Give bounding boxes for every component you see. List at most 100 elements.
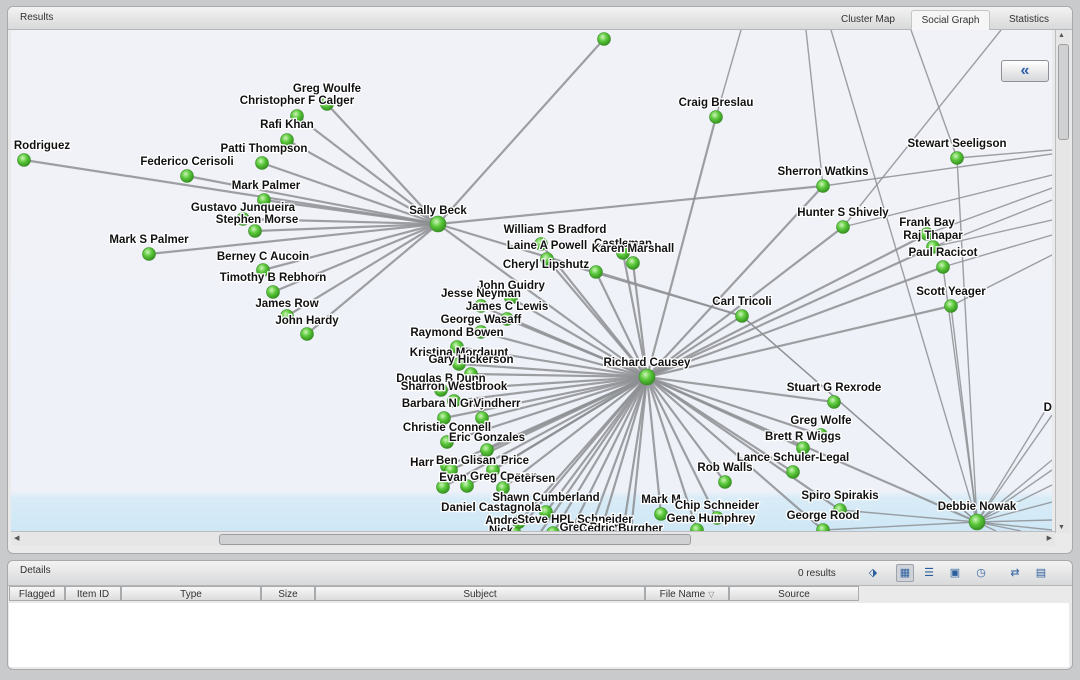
graph-node-label-mark-palmer[interactable]: Mark Palmer [231, 179, 302, 194]
graph-node-greg-woulfe[interactable] [320, 97, 334, 111]
graph-node-mark-s-palmer[interactable] [142, 247, 156, 261]
graph-node-label-douglas-dunn[interactable]: Douglas B Dunn [395, 372, 487, 387]
graph-node-stuart-rexrode[interactable] [827, 395, 841, 409]
graph-node-mark-m[interactable] [654, 507, 668, 521]
graph-node-cheryl-lipshutz[interactable] [589, 265, 603, 279]
graph-node-label-sherron-watkins[interactable]: Sherron Watkins [776, 165, 869, 180]
graph-node-carl-tricoli[interactable] [735, 309, 749, 323]
graph-node-brett-wiggs[interactable] [796, 441, 810, 455]
graph-node-label-mark-s-palmer[interactable]: Mark S Palmer [108, 233, 190, 248]
vertical-scroll-thumb[interactable] [1058, 44, 1069, 140]
graph-node-label-james-lewis[interactable]: James C Lewis [465, 300, 550, 315]
image-view-icon[interactable]: ▣ [949, 567, 961, 579]
graph-node-george-rood[interactable] [816, 523, 830, 532]
graph-node-label-sharron-westbrook[interactable]: Sharron Westbrook [400, 380, 510, 395]
cluster-icon[interactable]: ⬗ [868, 567, 878, 579]
graph-node-eric-gonzales[interactable] [480, 443, 494, 457]
graph-node-cf-calger[interactable] [290, 109, 304, 123]
graph-node-kristina-mordaunt[interactable] [452, 357, 466, 371]
graph-node-christie-connell[interactable] [440, 435, 454, 449]
graph-node-label-christie-connell[interactable]: Christie Connell [402, 421, 493, 436]
graph-node-label-karen-marshall[interactable]: Karen Marshall [591, 242, 676, 257]
graph-node-john-hardy[interactable] [300, 327, 314, 341]
graph-node-hunter-shively[interactable] [836, 220, 850, 234]
graph-node-richard-causey[interactable] [638, 368, 656, 386]
graph-node-scott-yeager[interactable] [944, 299, 958, 313]
graph-node-timothy-rebhorn[interactable] [266, 285, 280, 299]
collapse-panel-button[interactable]: « [1001, 60, 1049, 82]
graph-node-label-eric-gonzales[interactable]: Eric Gonzales [448, 431, 527, 446]
tab-cluster-map[interactable]: Cluster Map [841, 14, 895, 25]
graph-node-label-chip-schneider[interactable]: Chip Schneider [674, 499, 761, 514]
graph-node-label-petersen[interactable]: Petersen [505, 472, 556, 487]
graph-node-top[interactable] [597, 32, 611, 46]
graph-node-petersen[interactable] [496, 481, 510, 495]
graph-node-label-kristina-mordaunt[interactable]: Kristina Mordaunt [409, 346, 510, 361]
graph-node-label-william-bradford[interactable]: William S Bradford [502, 223, 607, 238]
graph-node-sally-beck[interactable] [429, 215, 447, 233]
graph-node-label-greg-woulfe[interactable]: Greg Woulfe [292, 82, 363, 97]
graph-node-debbie-nowak[interactable] [968, 513, 986, 531]
graph-node-label-greg-piper[interactable]: Greg Piper [558, 521, 620, 531]
graph-node-label-gene-humphrey[interactable]: Gene Humphrey [665, 512, 757, 527]
graph-node-label-mark-m[interactable]: Mark M [640, 493, 682, 508]
horizontal-scroll-thumb[interactable] [219, 534, 691, 545]
graph-node-greg-piper[interactable] [582, 526, 596, 532]
graph-node-label-jesse-neyman[interactable]: Jesse Neyman [440, 287, 522, 302]
graph-node-daniel-castagnola[interactable] [512, 515, 526, 529]
graph-node-label-john-guidry[interactable]: John Guidry [476, 279, 547, 294]
scroll-left-icon[interactable]: ◀ [14, 535, 20, 542]
graph-node-spiro-spirakis[interactable] [833, 503, 847, 517]
save-icon[interactable]: ▤ [1035, 567, 1047, 579]
graph-node-label-daniel-castagnola[interactable]: Daniel Castagnola [440, 501, 543, 516]
grid-view-icon[interactable]: ▦ [896, 564, 914, 582]
graph-node-stewart-seeligson[interactable] [950, 151, 964, 165]
graph-node-label-spiro-spirakis[interactable]: Spiro Spirakis [800, 489, 880, 504]
graph-node-label-castleman[interactable]: Castleman [593, 237, 654, 252]
graph-node-label-greg-curran[interactable]: Greg Curran [469, 470, 539, 485]
graph-node-raj-thapar[interactable] [926, 240, 940, 254]
graph-node-shawn-cumberland[interactable] [539, 505, 553, 519]
graph-node-george-wasaff[interactable] [474, 325, 488, 339]
graph-node-rob-walls[interactable] [718, 475, 732, 489]
graph-node-sharron-westbrook[interactable] [447, 394, 461, 408]
graph-node-label-cedric-burgher[interactable]: Cedric Burgher [578, 522, 665, 531]
graph-node-label-james-row[interactable]: James Row [254, 297, 320, 312]
graph-node-greg-curran[interactable] [460, 479, 474, 493]
graph-node-james-lewis[interactable] [500, 312, 514, 326]
graph-node-label-barbara-gray[interactable]: Barbara N Gray [401, 397, 488, 412]
clock-icon[interactable]: ◷ [976, 567, 986, 579]
graph-node-label-brett-wiggs[interactable]: Brett R Wiggs [764, 430, 842, 445]
graph-node-label-gary-hickerson[interactable]: Gary Hickerson [427, 353, 515, 368]
graph-node-label-raymond-bowen[interactable]: Raymond Bowen [409, 326, 505, 341]
graph-node-label-nick[interactable]: Nick [488, 524, 515, 531]
sort-descending-icon[interactable]: ▽ [708, 590, 715, 599]
graph-node-castleman[interactable] [616, 246, 630, 260]
graph-node-label-rodriguez[interactable]: Rodriguez [13, 139, 72, 154]
graph-node-sherron-watkins[interactable] [816, 179, 830, 193]
vertical-scrollbar[interactable]: ▲ ▼ [1055, 30, 1070, 533]
graph-node-steve-schneider[interactable] [546, 526, 560, 532]
graph-node-label-rob-walls[interactable]: Rob Walls [696, 461, 754, 476]
graph-node-label-ben-glisan[interactable]: Ben Glisan [435, 454, 498, 469]
graph-node-label-federico-cerisoli[interactable]: Federico Cerisoli [139, 155, 235, 170]
graph-node-label-scott-yeager[interactable]: Scott Yeager [915, 285, 987, 300]
scroll-down-icon[interactable]: ▼ [1058, 524, 1065, 531]
tab-statistics[interactable]: Statistics [1008, 14, 1049, 25]
graph-node-label-lance-schuler[interactable]: Lance Schuler-Legal [736, 451, 851, 466]
graph-node-ph-price[interactable] [486, 463, 500, 477]
graph-node-rodriguez[interactable] [17, 153, 31, 167]
graph-node-label-ph-price[interactable]: Price [500, 454, 531, 469]
graph-node-douglas-dunn[interactable] [434, 383, 448, 397]
graph-node-label-gustavo-junqueira[interactable]: Gustavo Junqueira [190, 201, 297, 216]
horizontal-scrollbar[interactable]: ◀ ▶ [11, 531, 1055, 546]
graph-node-raymond-bowen[interactable] [450, 340, 464, 354]
graph-node-patti-thompson[interactable] [255, 156, 269, 170]
graph-node-label-steve-schneider[interactable]: Steve HPL Schneider [516, 513, 634, 528]
column-source[interactable]: Source [729, 586, 859, 601]
graph-node-label-laine-powell[interactable]: Laine A Powell [506, 239, 589, 254]
graph-node-gary-hickerson[interactable] [464, 367, 478, 381]
graph-node-greg-wolfe[interactable] [814, 428, 828, 442]
graph-node-label-paul-racicot[interactable]: Paul Racicot [907, 246, 979, 261]
graph-node-label-berney-aucoin[interactable]: Berney C Aucoin [216, 250, 311, 265]
